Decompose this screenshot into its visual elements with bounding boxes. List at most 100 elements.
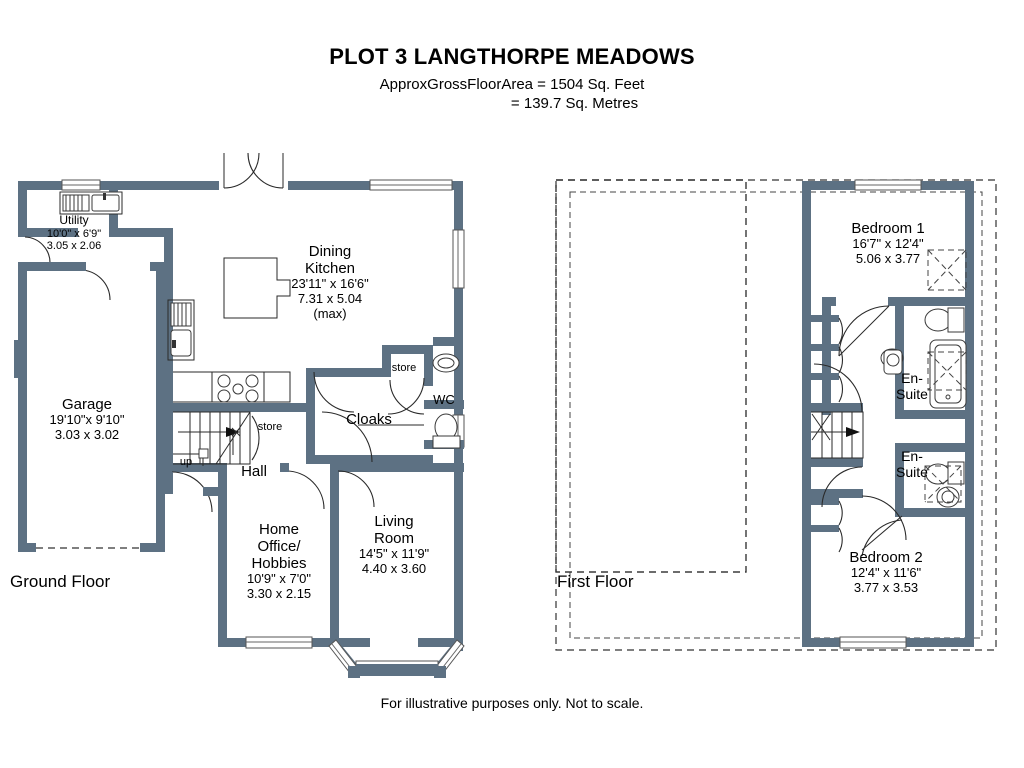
garage-pier — [18, 340, 27, 378]
stair-treads — [189, 412, 241, 464]
page-title: PLOT 3 LANGTHORPE MEADOWS — [329, 44, 695, 69]
bedroom2-imperial: 12'4" x 11'6" — [850, 565, 922, 581]
disclaimer-text: For illustrative purposes only. Not to s… — [380, 695, 644, 711]
ground-floor-plan — [14, 152, 465, 678]
wall-store-jamb — [424, 377, 433, 386]
garage-metric: 3.03 x 3.02 — [54, 426, 120, 442]
ensuite1-bath-plug — [945, 394, 951, 400]
door-swing-utility-external — [24, 236, 51, 265]
door-swing-landing-bed2 — [821, 466, 863, 508]
wall-main-left-mid — [164, 262, 173, 472]
wall-stair-newel-bottom — [854, 458, 863, 467]
office-name-line2: Office/ — [257, 538, 301, 556]
wall-utility-bottom-left — [18, 228, 78, 237]
kitchen-hob — [211, 371, 265, 403]
kitchen-name-line2: Kitchen — [304, 260, 356, 278]
kitchen-oven-handle — [172, 340, 176, 348]
label-wc: WC — [433, 392, 455, 407]
utility-imperial: 10'0" x 6'9" — [46, 227, 102, 240]
ensuite2-cistern — [947, 461, 965, 485]
kitchen-imperial: 23'11" x 16'6" — [291, 276, 369, 292]
wall-utility-left — [18, 181, 27, 236]
wall-landing-jamb — [854, 489, 863, 498]
kitchen-tall-unit — [167, 299, 195, 361]
bedroom2-name: Bedroom 2 — [849, 549, 923, 566]
wall-office-door-jamb — [280, 463, 289, 472]
ff-stair-outline — [811, 411, 864, 459]
hob-ring-3 — [232, 383, 244, 395]
bedroom1-metric: 5.06 x 3.77 — [855, 250, 921, 266]
wall-living-bottom-left — [338, 638, 370, 647]
wardrobe-panel-2 — [811, 344, 839, 351]
ensuite1-basin-bowl — [886, 353, 900, 367]
ff-stair-treads — [821, 412, 853, 458]
wall-store-right — [424, 345, 433, 377]
wall-store-top — [382, 345, 428, 354]
office-imperial: 10'9" x 7'0" — [246, 571, 312, 587]
bedroom1-imperial: 16'7" x 12'4" — [852, 236, 924, 252]
wall-garage-right — [156, 262, 165, 552]
label-ensuite-2: En- Suite — [884, 448, 940, 481]
bedroom2-metric: 3.77 x 3.53 — [853, 579, 919, 595]
living-name-line1: Living — [374, 513, 414, 530]
first-floor-outline-inner — [569, 191, 983, 639]
wall-living-top — [338, 463, 464, 472]
garage-imperial: 19'10"x 9'10" — [49, 412, 125, 428]
wall-hall-bottom-left — [164, 463, 226, 472]
first-floor-caption: First Floor — [557, 572, 634, 591]
kitchen-island — [223, 257, 291, 319]
hob-ring-1 — [217, 374, 231, 388]
wc-cistern — [432, 435, 461, 449]
wardrobe-door-3 — [838, 375, 843, 403]
door-swing-kitchen-hall — [313, 371, 355, 413]
wall-garage-top-left — [18, 262, 80, 271]
door-swing-garage-utility — [79, 269, 111, 301]
wall-main-top-left — [109, 181, 219, 190]
label-cloaks: Cloaks — [346, 411, 392, 428]
french-door-swing-right — [247, 152, 284, 189]
first-floor-outline-left — [555, 179, 747, 573]
bedroom1-wardrobe — [927, 249, 967, 291]
wall-hall-right — [306, 412, 315, 464]
wall-office-left — [218, 487, 227, 647]
hob-ring-4 — [217, 389, 231, 403]
wardrobe-door-5 — [838, 527, 843, 553]
french-door-swing-left — [223, 152, 260, 189]
door-swing-store — [389, 379, 425, 415]
wall-main-left-upper — [164, 228, 173, 271]
door-swing-bedroom2 — [861, 495, 907, 541]
wall-kitchen-hall-right — [306, 368, 315, 412]
room-label-home-office: Home Office/ Hobbies 10'9" x 7'0" 3.30 x… — [224, 521, 334, 602]
wall-wc-top — [433, 337, 463, 346]
wall-hall-top-right — [314, 368, 382, 377]
kitchen-oven-lower — [170, 329, 192, 357]
bedroom1-name: Bedroom 1 — [851, 220, 925, 237]
door-swing-bedroom1 — [838, 305, 890, 357]
label-up: up — [179, 456, 193, 468]
label-store-2: store — [257, 421, 283, 433]
wall-garage-bottom-right — [140, 543, 165, 552]
door-leaf-bedroom2 — [861, 515, 903, 551]
bay-corner-left — [348, 666, 360, 678]
bay-corner-right — [434, 666, 446, 678]
utility-tap — [103, 193, 106, 200]
wall-ensuite1-bottom — [895, 410, 966, 419]
room-label-bedroom2: Bedroom 2 12'4" x 11'6" 3.77 x 3.53 — [824, 549, 948, 596]
kitchen-name-line1: Dining — [308, 243, 352, 260]
door-swing-home-office — [285, 470, 325, 510]
wall-ensuite2-bottom — [895, 508, 966, 517]
wall-cloaks-bottom — [314, 455, 433, 464]
living-metric: 4.40 x 3.60 — [361, 561, 427, 576]
outline-mask — [555, 179, 747, 573]
wall-front-door-jamb — [164, 472, 173, 494]
garage-pier-outer — [14, 340, 20, 378]
door-swing-landing-ensuite1 — [813, 363, 863, 413]
wall-ff-left — [802, 181, 811, 647]
label-ensuite-1: En- Suite — [884, 370, 940, 403]
wall-bed1-bottom — [888, 297, 966, 306]
ensuite1-shower-cross — [927, 351, 967, 391]
area-feet-text: ApproxGrossFloorArea = 1504 Sq. Feet — [379, 76, 645, 93]
wardrobe-door-4 — [838, 500, 843, 526]
door-leaf-bedroom1 — [838, 305, 890, 357]
stair-newel-post — [198, 448, 209, 459]
